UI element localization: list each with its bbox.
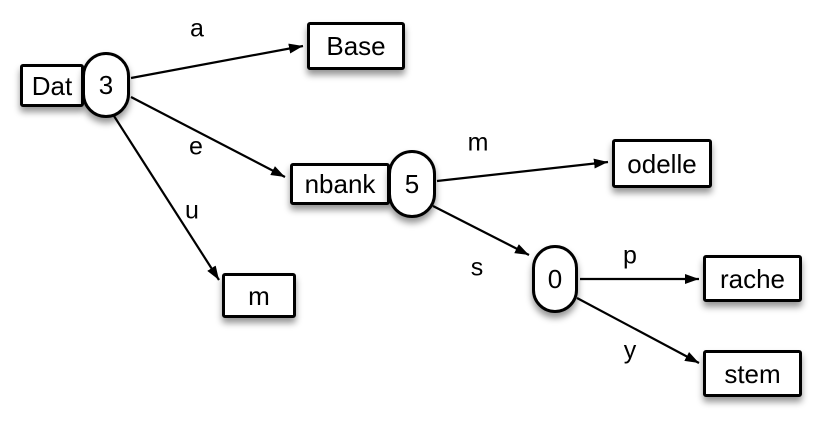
node-count-5: 5 (388, 150, 436, 218)
node-count-3: 3 (82, 52, 130, 118)
edge-m (436, 158, 609, 183)
edge-y (576, 297, 700, 364)
node-label-count-5: 5 (404, 169, 420, 199)
edge-label-u: u (185, 196, 199, 225)
node-m: m (222, 273, 296, 318)
node-odelle: odelle (612, 139, 712, 188)
edge-label-a: a (190, 14, 204, 43)
node-label-m: m (248, 280, 270, 311)
edge-label-s: s (470, 253, 484, 282)
edge-label-m: m (467, 128, 489, 157)
node-label-base: Base (326, 31, 386, 61)
node-rache: rache (703, 255, 802, 302)
node-dat: Dat (20, 64, 84, 107)
edge-a (130, 43, 304, 80)
node-label-stem: stem (724, 358, 781, 389)
node-count-0: 0 (532, 245, 578, 313)
node-label-dat: Dat (31, 70, 73, 101)
node-stem: stem (703, 350, 802, 397)
node-label-nbank: nbank (304, 169, 376, 199)
edge-e (130, 96, 286, 178)
node-label-rache: rache (719, 263, 786, 294)
edge-s (432, 205, 530, 256)
node-label-count-0: 0 (547, 264, 563, 294)
node-base: Base (307, 22, 405, 70)
node-nbank: nbank (290, 163, 390, 205)
edge-label-e: e (189, 132, 203, 161)
edge-u (113, 115, 220, 281)
edge-lines (113, 43, 700, 364)
node-label-count-3: 3 (98, 70, 114, 100)
edge-label-y: y (623, 336, 637, 365)
node-label-odelle: odelle (627, 148, 697, 179)
edge-label-p: p (623, 241, 637, 270)
